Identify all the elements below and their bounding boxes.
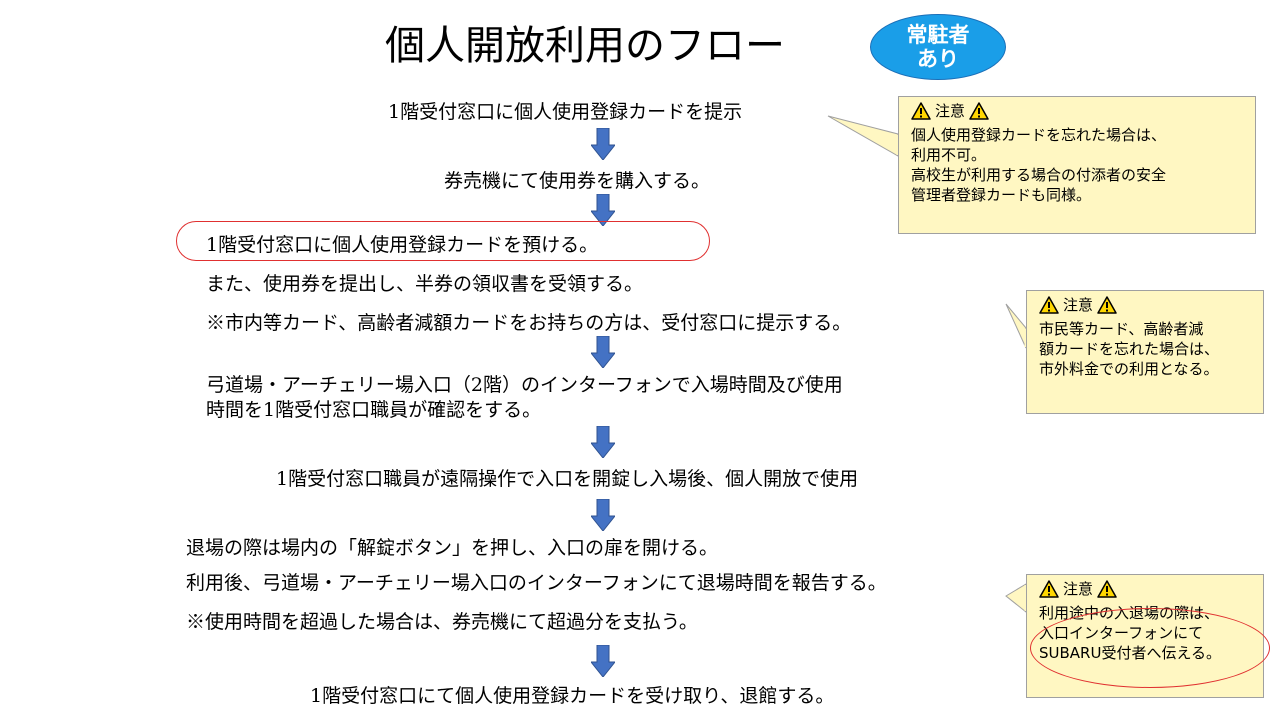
badge-line-1: 常駐者: [906, 23, 970, 47]
callout-tail-3: [1005, 583, 1027, 614]
step-3-detail: また、使用券を提出し、半券の領収書を受領する。: [206, 273, 644, 295]
highlight-oval-step-3: [176, 221, 710, 261]
note-line: 市外料金での利用となる。: [1039, 360, 1219, 378]
warning-triangle-icon: [1097, 296, 1117, 314]
note-heading-text: 注意: [1063, 580, 1094, 598]
warning-triangle-icon: [1039, 296, 1059, 314]
warning-triangle-icon: [1039, 580, 1059, 598]
down-arrow-icon: [591, 499, 615, 531]
highlight-ellipse-note-3: [1030, 608, 1270, 688]
note-line: 高校生が利用する場合の付添者の安全: [911, 166, 1167, 184]
warning-triangle-icon: [969, 102, 989, 120]
note-line: 利用不可。: [911, 146, 987, 164]
note-heading: 注意: [1039, 295, 1253, 315]
down-arrow-icon: [591, 336, 615, 368]
step-6-note: ※使用時間を超過した場合は、券売機にて超過分を支払う。: [186, 611, 698, 633]
step-5-text: 1階受付窓口職員が遠隔操作で入口を開錠し入場後、個人開放で使用: [276, 468, 859, 490]
note-line: 額カードを忘れた場合は、: [1039, 340, 1220, 358]
caution-note-1: 注意 個人使用登録カードを忘れた場合は、 利用不可。 高校生が利用する場合の付添…: [898, 96, 1256, 234]
step-4-text-line-2: 時間を1階受付窓口職員が確認をする。: [206, 399, 542, 421]
note-line: 市民等カード、高齢者減: [1039, 320, 1204, 338]
note-line: 管理者登録カードも同様。: [911, 186, 1092, 204]
down-arrow-icon: [591, 426, 615, 458]
step-1-text: 1階受付窓口に個人使用登録カードを提示: [388, 101, 743, 123]
down-arrow-icon: [591, 645, 615, 677]
page-title: 個人開放利用のフロー: [385, 23, 785, 69]
step-2-text: 券売機にて使用券を購入する。: [444, 170, 711, 192]
warning-triangle-icon: [1097, 580, 1117, 598]
callout-tail-2: [1005, 303, 1027, 349]
note-heading: 注意: [911, 101, 1245, 121]
down-arrow-icon: [591, 194, 615, 226]
caution-note-2: 注意 市民等カード、高齢者減 額カードを忘れた場合は、 市外料金での利用となる。: [1026, 290, 1264, 414]
down-arrow-icon: [591, 128, 615, 160]
step-7-text: 1階受付窓口にて個人使用登録カードを受け取り、退館する。: [310, 685, 835, 707]
staff-badge: 常駐者 あり: [870, 14, 1006, 80]
note-line: 個人使用登録カードを忘れた場合は、: [911, 126, 1167, 144]
step-3-text: 1階受付窓口に個人使用登録カードを預ける。: [206, 234, 599, 256]
step-4-text-line-1: 弓道場・アーチェリー場入口（2階）のインターフォンで入場時間及び使用: [206, 374, 843, 396]
callout-tail-1: [827, 115, 899, 157]
warning-triangle-icon: [911, 102, 931, 120]
note-heading-text: 注意: [935, 102, 966, 120]
step-3-note: ※市内等カード、高齢者減額カードをお持ちの方は、受付窓口に提示する。: [206, 312, 852, 334]
note-heading-text: 注意: [1063, 296, 1094, 314]
note-heading: 注意: [1039, 579, 1253, 599]
badge-line-2: あり: [917, 47, 959, 71]
step-6-text-line-2: 利用後、弓道場・アーチェリー場入口のインターフォンにて退場時間を報告する。: [186, 572, 887, 594]
step-6-text-line-1: 退場の際は場内の「解錠ボタン」を押し、入口の扉を開ける。: [186, 537, 719, 559]
